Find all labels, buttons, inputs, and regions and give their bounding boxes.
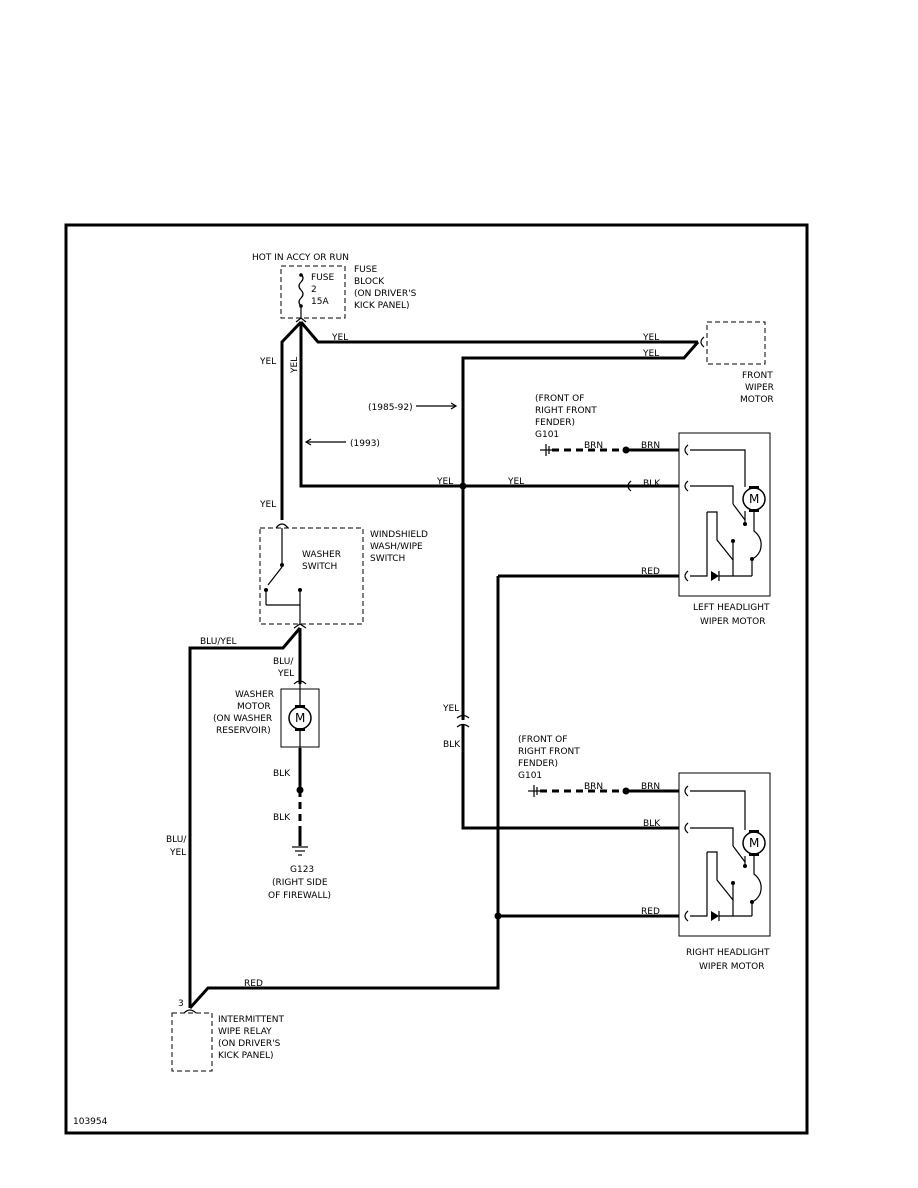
switch-inner-label-1: WASHER xyxy=(302,550,341,560)
wire-label-yel-6: YEL xyxy=(436,477,453,487)
wire-label-brn-3: BRN xyxy=(584,782,603,792)
switch-label-2: WASH/WIPE xyxy=(370,542,423,552)
year-note-1993: (1993) xyxy=(304,438,380,449)
fuse-power-label: HOT IN ACCY OR RUN xyxy=(252,253,349,263)
wire-label-blu-yel-3b: YEL xyxy=(169,848,186,858)
figure-id: 103954 xyxy=(73,1117,108,1127)
g123-label-3: OF FIREWALL) xyxy=(268,891,331,901)
fuse-block-label-4: KICK PANEL) xyxy=(354,301,410,311)
left-headlight-label-1: LEFT HEADLIGHT xyxy=(693,603,770,613)
wire-label-yel-5: YEL xyxy=(259,500,276,510)
switch-label-1: WINDSHIELD xyxy=(370,530,428,540)
wire-label-blu-yel-2b: YEL xyxy=(277,669,294,679)
splice-yel xyxy=(459,482,467,490)
switch-inner-label-2: SWITCH xyxy=(302,562,337,572)
splice-brn-lower xyxy=(622,787,630,795)
washer-motor-label-2: MOTOR xyxy=(237,702,271,712)
left-motor-m: M xyxy=(749,492,759,506)
wire-label-blk-4: BLK xyxy=(273,769,291,779)
wire-label-yel-vertical: YEL xyxy=(290,357,300,374)
relay-label-3: (ON DRIVER'S xyxy=(218,1039,281,1049)
washer-motor: M WASHER MOTOR (ON WASHER RESERVOIR) xyxy=(213,680,320,748)
wires xyxy=(188,320,700,1010)
wire-label-brn-1: BRN xyxy=(584,441,603,451)
right-headlight-label-2: WIPER MOTOR xyxy=(699,962,764,972)
washer-motor-label-1: WASHER xyxy=(235,690,274,700)
splice-blk-ground xyxy=(296,786,304,794)
relay-label-4: KICK PANEL) xyxy=(218,1051,274,1061)
g101-lower-label-1: (FRONT OF xyxy=(518,735,567,745)
right-headlight-wiper-motor: M RIGHT HEADLIGHT WIPER MOTOR xyxy=(678,772,771,972)
relay-pin-label: 3 xyxy=(178,999,184,1009)
wire-label-blk-5: BLK xyxy=(273,813,291,823)
wire-label-yel-1: YEL xyxy=(331,333,348,343)
wire-label-blu-yel-2a: BLU/ xyxy=(273,657,294,667)
fuse-block-label-3: (ON DRIVER'S xyxy=(354,289,417,299)
g123-label-1: G123 xyxy=(290,865,314,875)
wire-label-brn-2: BRN xyxy=(641,441,660,451)
wire-label-yel-8: YEL xyxy=(442,704,459,714)
left-headlight-wiper-motor: M LEFT HEADLIGHT WIPER MOTOR xyxy=(627,432,771,627)
wire-label-blu-yel-1: BLU/YEL xyxy=(200,637,237,647)
front-wiper-label-1: FRONT xyxy=(742,371,773,381)
year-note-1985-92-text: (1985-92) xyxy=(368,403,413,413)
splice-brn-upper xyxy=(622,446,630,454)
wire-label-yel-7: YEL xyxy=(507,477,524,487)
front-wiper-label-3: MOTOR xyxy=(740,395,774,405)
wire-label-blu-yel-3a: BLU/ xyxy=(166,835,187,845)
wire-label-red-3: RED xyxy=(244,979,263,989)
wire-label-red-1: RED xyxy=(641,567,660,577)
g101-lower-label-3: FENDER) xyxy=(518,759,558,769)
windshield-wash-wipe-switch: WASHER SWITCH WINDSHIELD WASH/WIPE SWITC… xyxy=(259,523,428,629)
g101-lower-label-2: RIGHT FRONT xyxy=(518,747,580,757)
splice-red xyxy=(494,912,502,920)
ground-g123: G123 (RIGHT SIDE OF FIREWALL) xyxy=(268,846,331,901)
front-wiper-label-2: WIPER xyxy=(745,383,774,393)
washer-motor-label-4: RESERVOIR) xyxy=(216,726,271,736)
wire-label-yel-3: YEL xyxy=(642,349,659,359)
wire-label-yel-4: YEL xyxy=(259,357,276,367)
wire-label-blk-2: BLK xyxy=(643,479,661,489)
intermittent-wipe-relay: 3 INTERMITTENT WIPE RELAY (ON DRIVER'S K… xyxy=(171,999,284,1072)
g101-upper-label-4: G101 xyxy=(535,430,559,440)
wire-label-red-2: RED xyxy=(641,907,660,917)
diagram-frame xyxy=(64,223,809,1135)
fuse-rating: 15A xyxy=(311,297,329,307)
fuse-block-label-1: FUSE xyxy=(354,265,377,275)
fuse-label: FUSE xyxy=(311,273,334,283)
fuse-block-label-2: BLOCK xyxy=(354,277,385,287)
g101-upper-label-1: (FRONT OF xyxy=(535,394,584,404)
right-headlight-label-1: RIGHT HEADLIGHT xyxy=(686,948,770,958)
washer-motor-m: M xyxy=(295,711,305,725)
relay-label-1: INTERMITTENT xyxy=(218,1015,284,1025)
right-motor-m: M xyxy=(749,836,759,850)
g101-upper-label-3: FENDER) xyxy=(535,418,575,428)
ground-g101-lower: (FRONT OF RIGHT FRONT FENDER) G101 xyxy=(518,735,580,797)
year-note-1993-text: (1993) xyxy=(350,439,380,449)
washer-motor-label-3: (ON WASHER xyxy=(213,714,272,724)
fuse-number: 2 xyxy=(311,285,317,295)
front-wiper-motor: FRONT WIPER MOTOR xyxy=(700,321,774,405)
switch-label-3: SWITCH xyxy=(370,554,405,564)
wire-label-yel-2: YEL xyxy=(642,333,659,343)
year-note-1985-92: (1985-92) xyxy=(368,402,458,413)
splices xyxy=(296,446,630,920)
inline-connector-yel-blk xyxy=(456,714,470,728)
g123-label-2: (RIGHT SIDE xyxy=(272,878,328,888)
relay-label-2: WIPE RELAY xyxy=(218,1027,272,1037)
fuse-block: HOT IN ACCY OR RUN FUSE 2 15A FUSE BLOCK… xyxy=(252,253,417,323)
g101-upper-label-2: RIGHT FRONT xyxy=(535,406,597,416)
ground-g101-upper: (FRONT OF RIGHT FRONT FENDER) G101 xyxy=(535,394,597,456)
left-headlight-label-2: WIPER MOTOR xyxy=(700,617,765,627)
wire-label-brn-4: BRN xyxy=(641,782,660,792)
wire-label-blk-3: BLK xyxy=(643,819,661,829)
wire-label-blk-1: BLK xyxy=(443,740,461,750)
g101-lower-label-4: G101 xyxy=(518,771,542,781)
